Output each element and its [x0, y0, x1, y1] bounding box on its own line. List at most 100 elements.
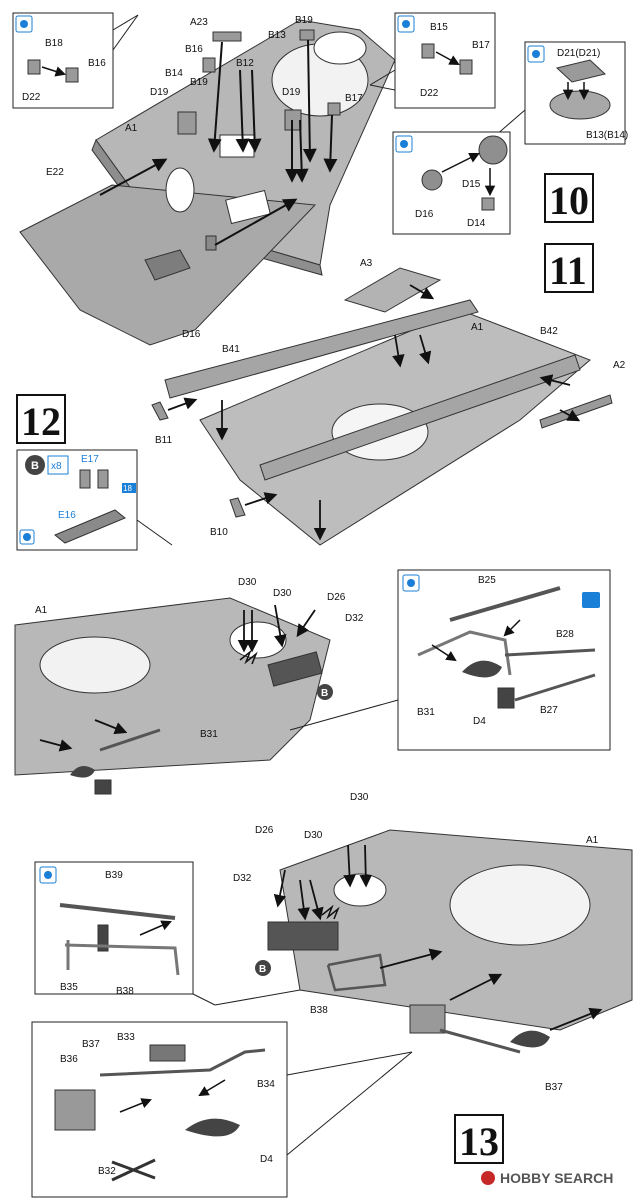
- part-b19-top: [299, 29, 315, 41]
- tree-b-marker: [255, 960, 271, 976]
- tree-b-marker: [317, 684, 333, 700]
- label-d16-inset: D16: [415, 209, 434, 220]
- hull-opening: [449, 864, 591, 946]
- zigzag-arrow: [239, 649, 258, 665]
- label-d16: D16: [182, 329, 201, 340]
- chip-18: [122, 483, 136, 493]
- label-b13: B13: [268, 30, 286, 41]
- part-b25: [449, 586, 561, 622]
- step-12-section: B x8 18 B: [14, 449, 611, 795]
- engine-deck-hatch: [144, 249, 191, 281]
- label-a1-top: A1: [125, 123, 138, 134]
- part-b38-frame: [326, 953, 387, 992]
- label-b31-inset: B31: [417, 707, 435, 718]
- part-d19-left: [177, 111, 197, 135]
- label-d19-left: D19: [150, 87, 169, 98]
- zigzag-arrow: [321, 904, 340, 920]
- part-b33: [149, 1044, 186, 1062]
- part-count: x8: [51, 461, 62, 472]
- part-b27: [514, 673, 596, 702]
- tool-rod: [439, 1028, 521, 1054]
- part-b36: [54, 1089, 96, 1131]
- label-b42: B42: [540, 326, 558, 337]
- glue-icons: [15, 15, 545, 153]
- callout-line: [289, 699, 399, 731]
- label-b41: B41: [222, 344, 240, 355]
- arrow: [207, 41, 223, 153]
- label-b33: B33: [117, 1032, 135, 1043]
- part-labels: A23 B19 B13 B16 B12 B14 B19 D19 D19 B17 …: [22, 15, 628, 1177]
- label-a1-step12: A1: [35, 605, 48, 616]
- photo-etch-icon: [582, 592, 600, 608]
- part-d16: [205, 235, 217, 251]
- label-d4-bottom: D4: [260, 1154, 273, 1165]
- glue-icon: [23, 533, 31, 541]
- part-d4-bottom: [185, 1118, 240, 1137]
- part-d4-inset: [462, 660, 502, 678]
- label-d4-inset: D4: [473, 716, 486, 727]
- label-b28: B28: [556, 629, 574, 640]
- label-b27: B27: [540, 705, 558, 716]
- arrow: [302, 39, 317, 163]
- label-b16-inset: B16: [88, 58, 106, 69]
- label-d32-step13: D32: [233, 873, 252, 884]
- arrow: [449, 973, 503, 1001]
- step-number-12: 12: [21, 399, 61, 444]
- part-b28: [504, 648, 596, 657]
- label-d30-a: D30: [238, 577, 257, 588]
- track-links-stowed: [267, 921, 339, 951]
- arrow: [247, 69, 262, 153]
- part-b36-box: [409, 1004, 446, 1034]
- arrow: [274, 604, 287, 648]
- inset-b33-b37: [31, 1021, 413, 1198]
- step-number-11: 11: [549, 248, 587, 293]
- inset-d21-b13: [487, 41, 626, 145]
- watermark: HOBBY SEARCH: [481, 1170, 613, 1186]
- step-11-section: [151, 267, 613, 546]
- arrow: [359, 844, 373, 888]
- arrow: [94, 719, 128, 735]
- part-b10: [229, 497, 246, 518]
- deck-hatch-opening: [165, 167, 195, 213]
- label-d30-b: D30: [273, 588, 292, 599]
- tool-box: [94, 779, 112, 795]
- part-tree-b-icon: [25, 455, 45, 475]
- inset-b39-b35-b38: [34, 861, 301, 1006]
- label-d19-right: D19: [282, 87, 301, 98]
- glue-icon: [407, 579, 415, 587]
- label-d15: D15: [462, 179, 481, 190]
- label-b37-inset: B37: [82, 1039, 100, 1050]
- step-10-section: [12, 12, 626, 346]
- label-e22: E22: [46, 167, 64, 178]
- label-b19: B19: [190, 77, 208, 88]
- label-b38-inset: B38: [116, 986, 134, 997]
- label-d14: D14: [467, 218, 486, 229]
- label-b18: B18: [45, 38, 63, 49]
- label-b37: B37: [545, 1082, 563, 1093]
- part-a2: [539, 394, 613, 429]
- step-13-section: B: [31, 829, 633, 1198]
- label-a2: A2: [613, 360, 626, 371]
- glue-icon: [44, 871, 52, 879]
- label-b15: B15: [430, 22, 448, 33]
- label-b11: B11: [155, 435, 172, 446]
- inset-track-links: B x8 18: [16, 449, 173, 551]
- label-d30-c: D30: [350, 792, 369, 803]
- arrow: [297, 879, 310, 921]
- label-b17-inset: B17: [472, 40, 490, 51]
- label-b16: B16: [185, 44, 203, 55]
- part-b17: [327, 102, 341, 116]
- hull-opening: [229, 621, 287, 659]
- part-b16: [202, 57, 216, 73]
- arrow: [294, 119, 309, 183]
- arrow: [99, 158, 168, 196]
- watermark-text: HOBBY SEARCH: [500, 1170, 613, 1186]
- arrow: [214, 198, 298, 246]
- arrow: [235, 69, 250, 153]
- fender-a3: [343, 267, 442, 313]
- part-a23: [212, 31, 242, 42]
- part-b34: [99, 1048, 266, 1077]
- label-b39: B39: [105, 870, 123, 881]
- step-number-10: 10: [549, 178, 589, 223]
- side-plate-b41: [164, 299, 479, 399]
